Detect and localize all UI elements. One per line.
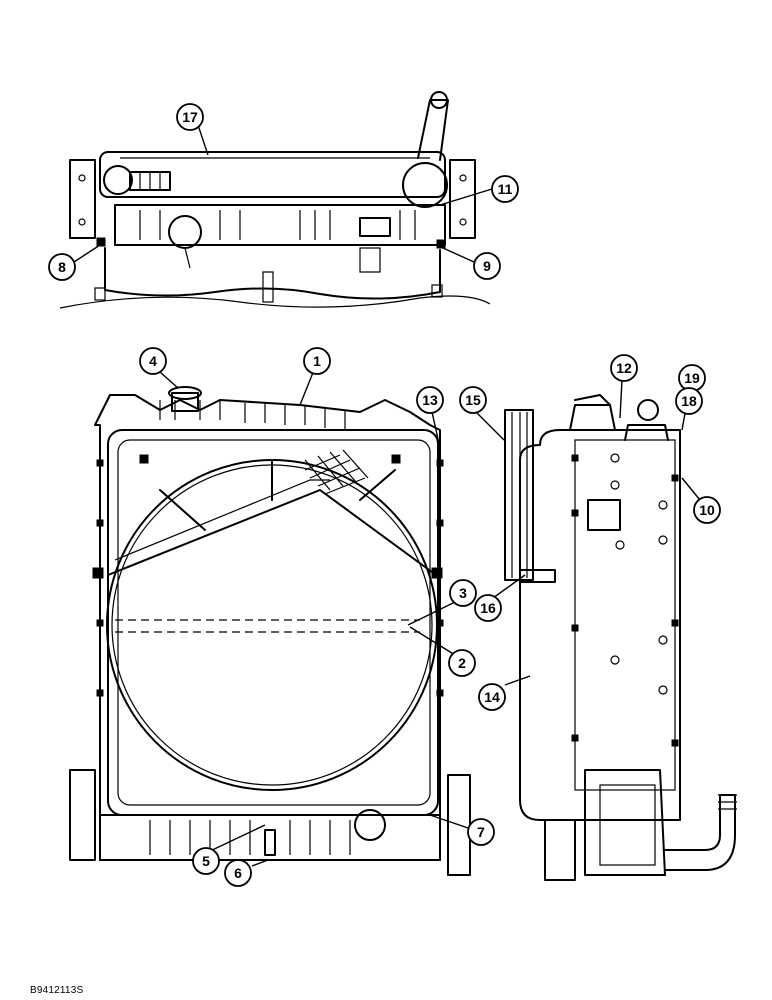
callout-18: 18 bbox=[675, 387, 703, 415]
svg-text:15: 15 bbox=[465, 392, 481, 408]
svg-text:6: 6 bbox=[234, 865, 242, 881]
svg-text:13: 13 bbox=[422, 392, 438, 408]
side-view-assembly bbox=[504, 394, 737, 881]
callout-19: 19 bbox=[678, 364, 706, 392]
callout-6: 6 bbox=[224, 859, 252, 887]
callout-16: 16 bbox=[474, 594, 502, 622]
svg-text:18: 18 bbox=[681, 393, 697, 409]
svg-text:19: 19 bbox=[684, 370, 700, 386]
callout-8: 8 bbox=[48, 253, 76, 281]
callout-14: 14 bbox=[478, 683, 506, 711]
callout-12: 12 bbox=[610, 354, 638, 382]
callout-10: 10 bbox=[693, 496, 721, 524]
callout-17: 17 bbox=[176, 103, 204, 131]
svg-text:5: 5 bbox=[202, 853, 210, 869]
callout-1: 1 bbox=[303, 347, 331, 375]
callout-5: 5 bbox=[192, 847, 220, 875]
svg-text:17: 17 bbox=[182, 109, 198, 125]
callout-4: 4 bbox=[139, 347, 167, 375]
svg-text:3: 3 bbox=[459, 585, 467, 601]
svg-text:10: 10 bbox=[699, 502, 715, 518]
figure-code: B9412113S bbox=[30, 985, 84, 996]
callout-3: 3 bbox=[449, 579, 477, 607]
svg-text:7: 7 bbox=[477, 824, 485, 840]
svg-text:2: 2 bbox=[458, 655, 466, 671]
svg-text:11: 11 bbox=[498, 181, 513, 197]
svg-text:1: 1 bbox=[313, 353, 321, 369]
svg-text:16: 16 bbox=[480, 600, 496, 616]
callout-2: 2 bbox=[448, 649, 476, 677]
svg-text:9: 9 bbox=[483, 258, 491, 274]
top-view-assembly bbox=[59, 91, 491, 309]
svg-text:14: 14 bbox=[484, 689, 500, 705]
svg-text:8: 8 bbox=[58, 259, 66, 275]
callout-9: 9 bbox=[473, 252, 501, 280]
callout-15: 15 bbox=[459, 386, 487, 414]
callout-11: 11 bbox=[491, 175, 519, 203]
svg-text:4: 4 bbox=[149, 353, 157, 369]
screen-mesh bbox=[304, 449, 369, 495]
callout-7: 7 bbox=[467, 818, 495, 846]
svg-text:12: 12 bbox=[616, 360, 632, 376]
leader-lines bbox=[73, 124, 701, 867]
callout-13: 13 bbox=[416, 386, 444, 414]
front-view-assembly bbox=[69, 386, 471, 876]
